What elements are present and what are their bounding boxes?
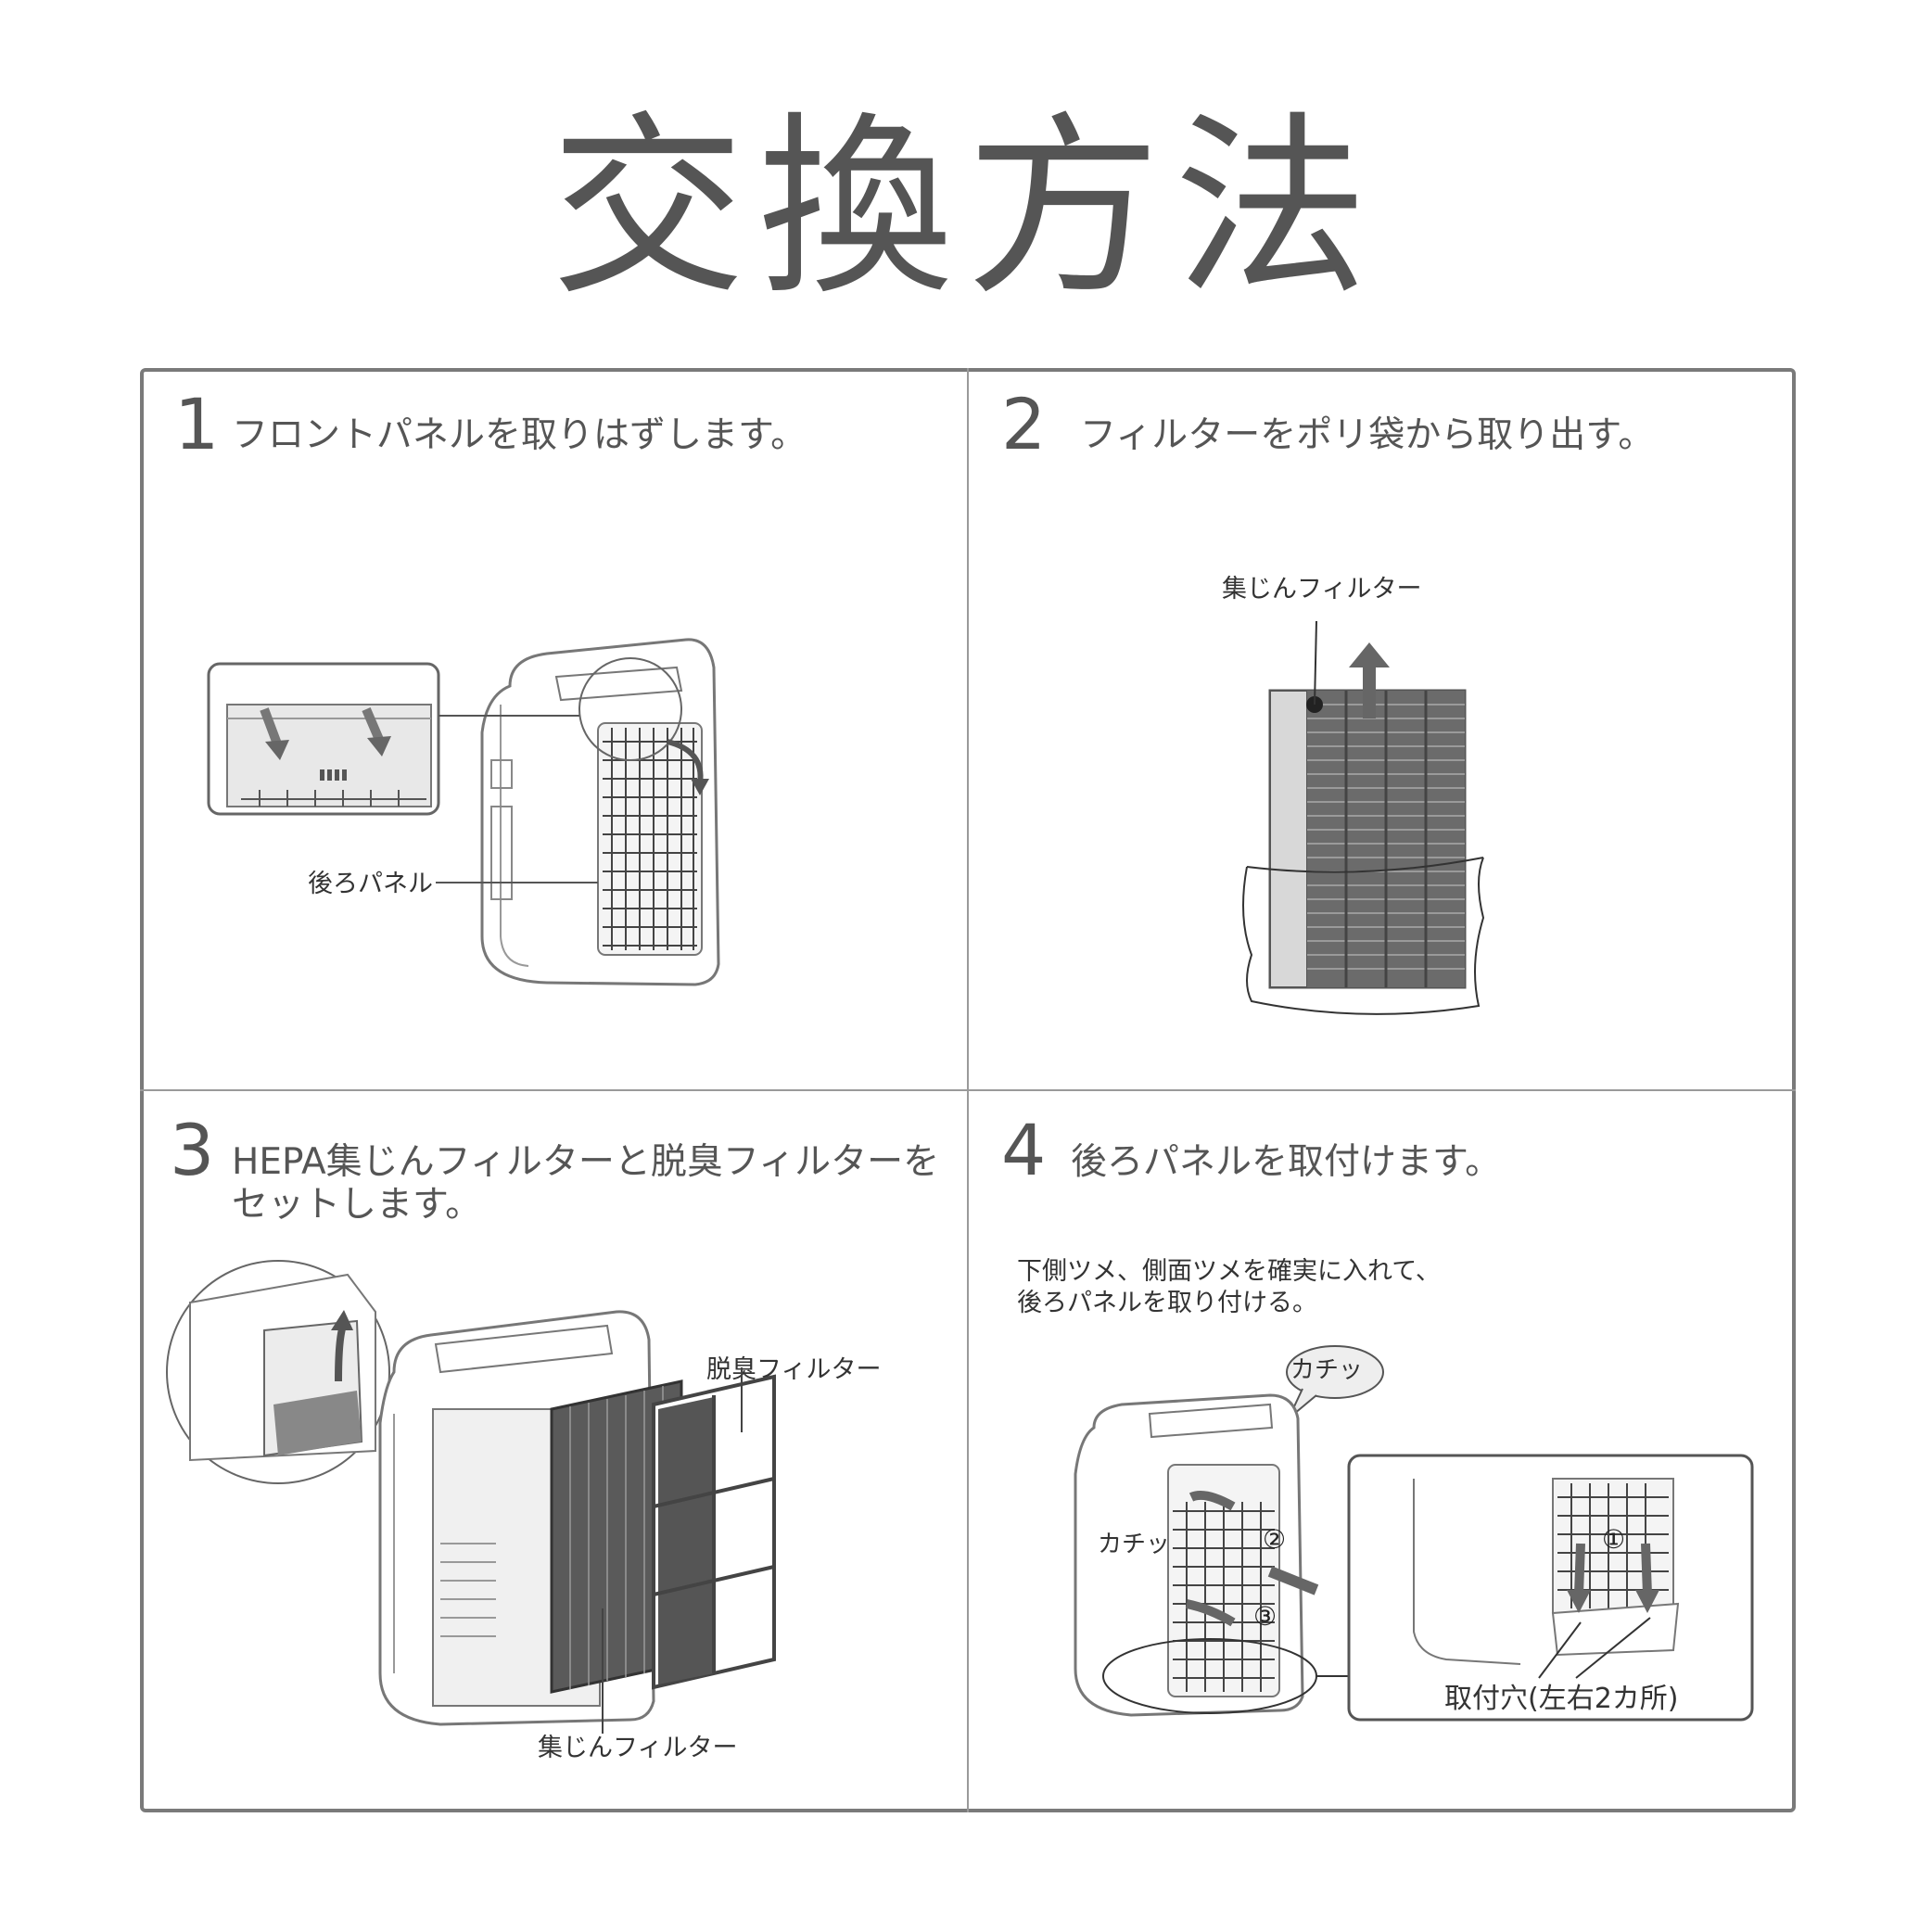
step-4-text: 後ろパネルを取付けます。: [1071, 1141, 1502, 1183]
step-3-deodorizing-filter-label: 脱臭フィルター: [706, 1355, 882, 1384]
step-2-dust-filter-label: 集じんフィルター: [1222, 575, 1422, 604]
step-3-dust-filter-label: 集じんフィルター: [538, 1734, 738, 1762]
step-3-text-line-2: セットします。: [232, 1184, 482, 1226]
step-4-marker-3: ③: [1253, 1601, 1277, 1632]
step-3-number: 3: [170, 1109, 215, 1191]
grid-divider-horizontal: [140, 1089, 1796, 1091]
step-1-text: フロントパネルを取りはずします。: [232, 414, 807, 456]
page-title: 交換方法: [550, 95, 1381, 322]
step-1-number: 1: [174, 383, 220, 465]
step-3-illustration: [166, 1260, 776, 1734]
step-4-click-sound-label-left: カチッ: [1098, 1531, 1171, 1558]
step-4-click-sound-label-top: カチッ: [1290, 1356, 1364, 1384]
step-4-illustration: [1074, 1345, 1754, 1722]
step-4-note-line-1: 下側ツメ、側面ツメを確実に入れて、: [1017, 1257, 1441, 1286]
step-1-back-panel-label: 後ろパネル: [308, 870, 433, 898]
step-3-text-line-1: HEPA集じんフィルターと脱臭フィルターを: [232, 1141, 940, 1183]
step-2-illustration: [1242, 620, 1485, 1015]
step-1-illustration: [207, 638, 720, 986]
step-4-marker-2: ②: [1263, 1524, 1287, 1555]
step-4-number: 4: [1001, 1109, 1047, 1191]
step-2-number: 2: [1001, 383, 1047, 465]
step-4-note-line-2: 後ろパネルを取り付ける。: [1017, 1289, 1317, 1317]
step-4-marker-1: ①: [1602, 1524, 1626, 1555]
step-4-mounting-holes-label: 取付穴(左右2カ所): [1444, 1683, 1679, 1715]
step-2-text: フィルターをポリ袋から取り出す。: [1080, 414, 1655, 456]
